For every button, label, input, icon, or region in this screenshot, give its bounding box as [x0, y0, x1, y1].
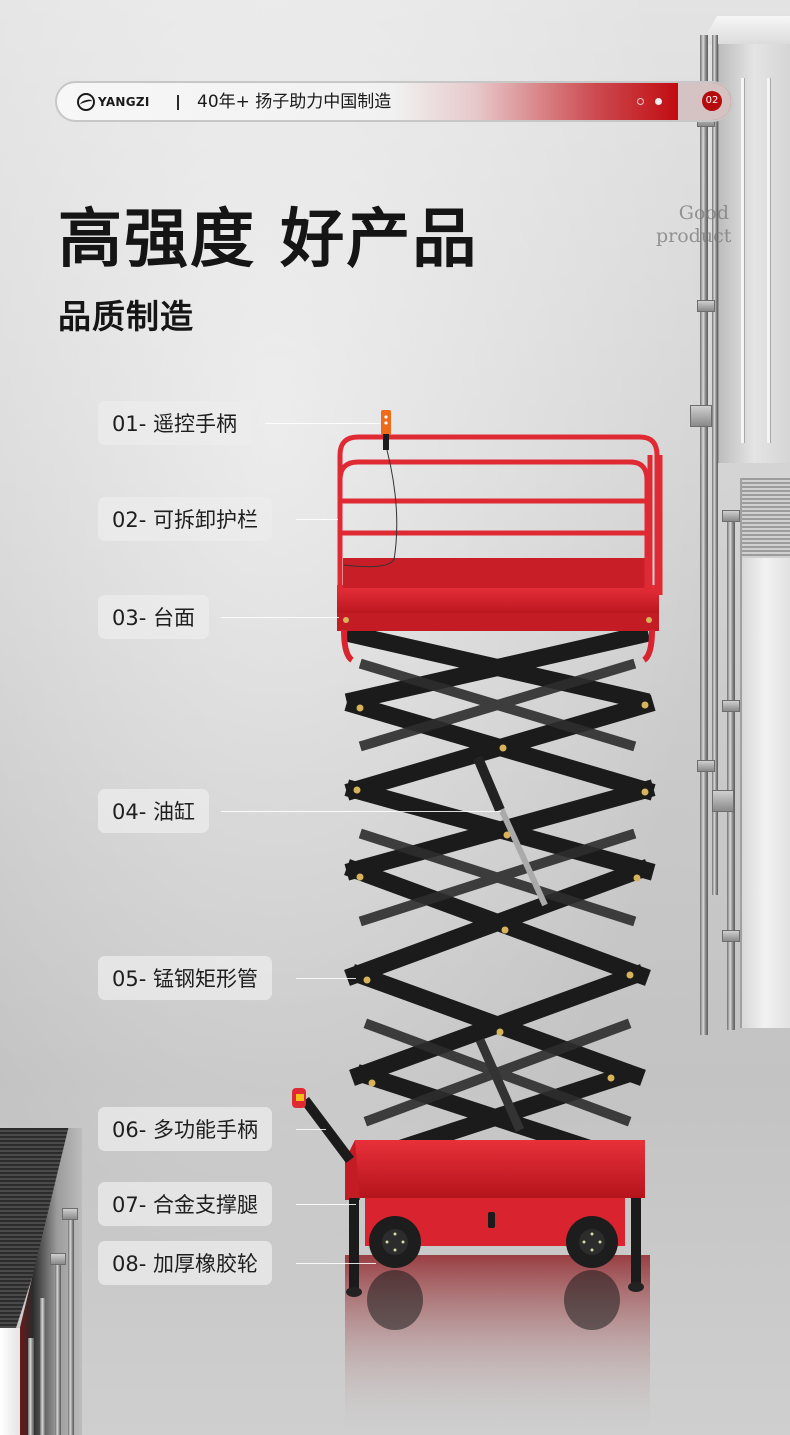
- ghost-text-line-1: Good: [678, 202, 729, 224]
- callout-remote-control: 01- 遥控手柄: [98, 401, 251, 445]
- leader-line-02: [296, 519, 338, 520]
- brand-name: YANGZI: [98, 94, 150, 109]
- brand-logo: YANGZI: [77, 83, 150, 120]
- callout-multi-function-handle: 06- 多功能手柄: [98, 1107, 272, 1151]
- container-groove: [741, 78, 744, 443]
- callout-platform: 03- 台面: [98, 595, 209, 639]
- shipping-container-left-bottom: [0, 1128, 85, 1435]
- leader-line-04: [221, 811, 501, 812]
- page-dot-outline-icon: [637, 98, 644, 105]
- leader-line-06: [296, 1129, 326, 1130]
- header-tagline: 40年+ 扬子助力中国制造: [197, 92, 392, 112]
- page-dot-filled-icon: [655, 98, 662, 105]
- yangzi-logo-icon: [77, 92, 95, 111]
- callout-manganese-steel-tube: 05- 锰钢矩形管: [98, 956, 272, 1000]
- leader-line-01: [265, 423, 380, 424]
- page-number-badge: 02: [702, 91, 722, 111]
- shipping-container-right-bottom: [740, 478, 790, 1028]
- leader-line-07: [296, 1204, 356, 1205]
- leader-line-08: [296, 1263, 376, 1264]
- callout-hydraulic-cylinder: 04- 油缸: [98, 789, 209, 833]
- leader-line-03: [221, 617, 339, 618]
- ghost-text-line-2: product: [656, 225, 732, 247]
- leader-line-05: [296, 978, 356, 979]
- header-bar: YANGZI 40年+ 扬子助力中国制造 02: [55, 81, 733, 122]
- callout-alloy-support-leg: 07- 合金支撑腿: [98, 1182, 272, 1226]
- header-divider: [177, 95, 179, 110]
- callout-thick-rubber-wheel: 08- 加厚橡胶轮: [98, 1241, 272, 1285]
- container-groove: [767, 78, 770, 443]
- page-title: 高强度 好产品: [58, 203, 479, 277]
- ghost-watermark-text: Good product: [656, 202, 732, 248]
- callout-removable-guardrail: 02- 可拆卸护栏: [98, 497, 272, 541]
- page-subtitle: 品质制造: [58, 297, 194, 336]
